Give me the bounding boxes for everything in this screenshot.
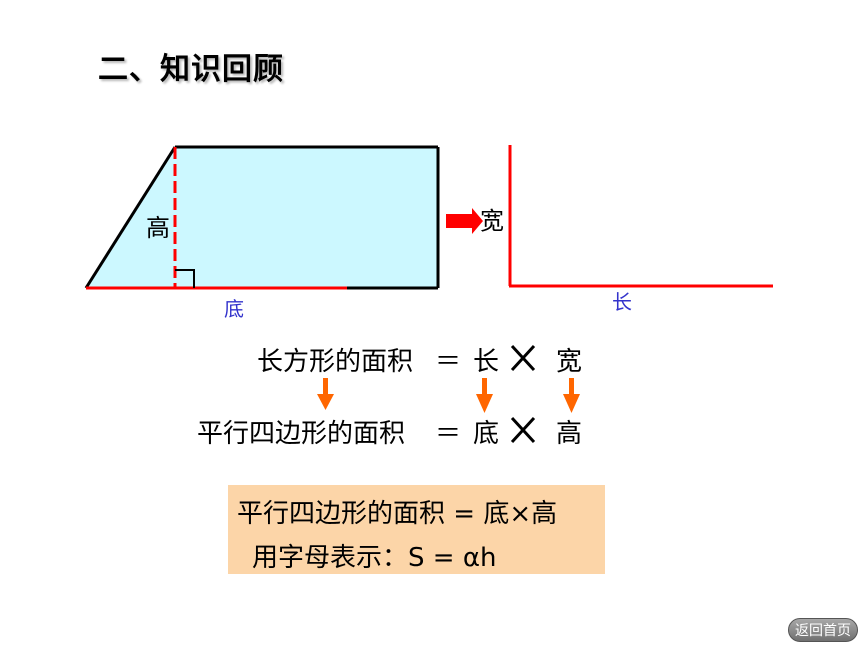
back-home-button[interactable]: 返回首页	[788, 618, 858, 642]
para-area-lhs: 平行四边形的面积	[197, 419, 406, 449]
para-height-term: 高	[556, 419, 583, 449]
formula-line-1: 平行四边形的面积 = 底×高	[237, 499, 558, 529]
parallelogram-rect-part	[175, 147, 438, 288]
rect-width-term: 宽	[556, 347, 583, 377]
para-equals: ＝	[435, 419, 462, 449]
orange-arrow-1	[317, 378, 334, 410]
right-angle-mark	[175, 269, 195, 288]
rect-equals: ＝	[435, 347, 462, 377]
orange-arrow-2	[476, 378, 493, 413]
times-symbol-2	[510, 416, 536, 444]
orange-arrow-3	[563, 378, 580, 413]
rect-length-term: 长	[473, 347, 500, 377]
formula-line-2: 用字母表示：S = αh	[252, 543, 497, 573]
base-label: 底	[224, 297, 244, 321]
length-label: 长	[612, 290, 632, 314]
slant-edge	[84, 146, 177, 289]
transform-arrow	[446, 208, 483, 234]
slide-title: 二、知识回顾	[98, 52, 284, 87]
rect-area-lhs: 长方形的面积	[257, 347, 414, 377]
width-label: 宽	[480, 207, 504, 235]
formula-box: 平行四边形的面积 = 底×高 用字母表示：S = αh	[228, 485, 605, 574]
para-base-term: 底	[473, 419, 500, 449]
times-symbol-1	[510, 344, 536, 372]
height-label: 高	[146, 214, 170, 242]
